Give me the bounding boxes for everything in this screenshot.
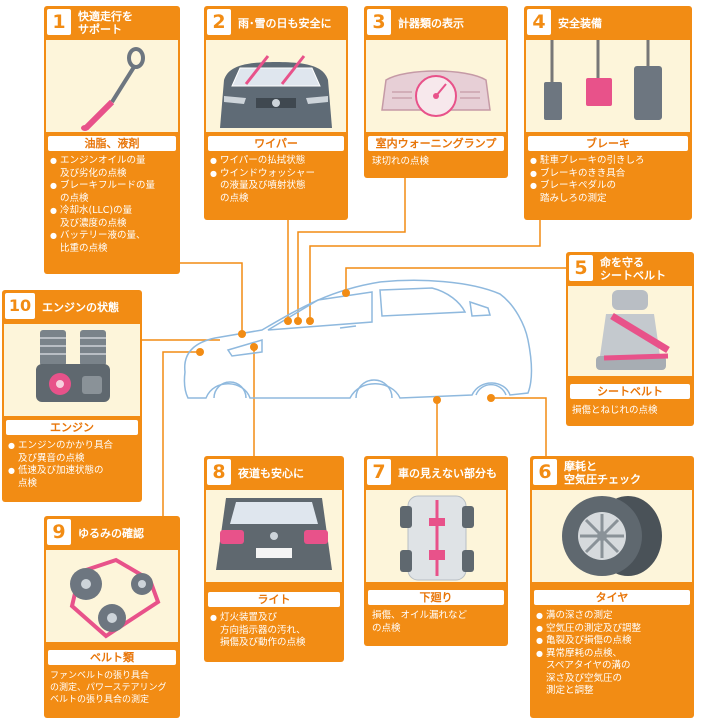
- card-description: 損傷とねじれの点検: [572, 405, 692, 418]
- card-title: 安全装備: [558, 17, 602, 30]
- card-label: タイヤ: [534, 590, 690, 605]
- card-description: 損傷、オイル漏れなど の点検: [372, 610, 506, 635]
- pedals-icon: [526, 40, 690, 132]
- card-title: エンジンの状態: [42, 301, 119, 314]
- card-number: 8: [207, 459, 231, 485]
- card-fluids: 1 快適走行を サポート 油脂、液剤 エンジンオイルの量 及び劣化の点検 ブレー…: [44, 6, 180, 274]
- card-number: 2: [207, 9, 231, 35]
- car-rear-lights-icon: [206, 490, 342, 582]
- card-description: エンジンオイルの量 及び劣化の点検 ブレーキフルードの量 の点検 冷却水(LLC…: [50, 155, 178, 255]
- card-lights: 8 夜道も安心に ライト 灯火装置及び 方向指示器の汚れ、 損傷及び動作の点検: [204, 456, 344, 662]
- card-title: 快適走行を サポート: [78, 10, 133, 36]
- card-description: エンジンのかかり具合 及び異音の点検 低速及び加速状態の 点検: [8, 440, 140, 490]
- check-item: エンジンのかかり具合 及び異音の点検: [8, 440, 140, 465]
- card-description: 駐車ブレーキの引きしろ ブレーキのきき具合 ブレーキペダルの 踏みしろの測定: [530, 155, 690, 205]
- card-description: 球切れの点検: [372, 156, 506, 169]
- card-engine: 10 エンジンの状態 エンジン エンジンのかかり具合 及び異音の点検 低速及び加…: [2, 290, 142, 502]
- check-item: 冷却水(LLC)の量 及び濃度の点検: [50, 205, 178, 230]
- card-title: 命を守る シートベルト: [600, 256, 666, 282]
- check-text: 損傷とねじれの点検: [572, 405, 658, 416]
- connector-4: [309, 220, 541, 322]
- card-number: 9: [47, 519, 71, 545]
- check-item: 駐車ブレーキの引きしろ: [530, 155, 690, 168]
- check-item: 空気圧の測定及び調整: [536, 623, 692, 636]
- card-label: 下廻り: [368, 590, 504, 605]
- card-belts: 9 ゆるみの確認 ベルト類 ファンベルトの張り具合 の測定、パワーステアリング …: [44, 516, 180, 718]
- connector-1: [180, 262, 243, 332]
- connector-3: [297, 178, 406, 320]
- card-wipers: 2 雨･雪の日も安全に ワイパー ワイパーの払拭状態 ウインドウォッシャー の液…: [204, 6, 348, 220]
- engine-icon: [4, 324, 140, 416]
- card-number: 1: [47, 9, 71, 35]
- card-label: ライト: [208, 592, 340, 607]
- card-underbody: 7 車の見えない部分も 下廻り 損傷、オイル漏れなど の点検: [364, 456, 508, 646]
- check-item: ブレーキペダルの 踏みしろの測定: [530, 180, 690, 205]
- check-item: 溝の深さの測定: [536, 610, 692, 623]
- card-number: 6: [533, 459, 557, 485]
- tire-icon: [532, 490, 692, 582]
- check-item: バッテリー液の量、 比重の点検: [50, 230, 178, 255]
- card-label: 油脂、液剤: [48, 136, 176, 151]
- connector-6: [491, 397, 547, 456]
- connector-5: [345, 267, 566, 292]
- card-number: 5: [569, 255, 593, 281]
- card-label: ベルト類: [48, 650, 176, 665]
- connector-9: [162, 351, 200, 516]
- card-label: ワイパー: [208, 136, 344, 151]
- card-description: ファンベルトの張り具合 の測定、パワーステアリング ベルトの張り具合の測定: [50, 670, 178, 706]
- card-description: 溝の深さの測定 空気圧の測定及び調整 亀裂及び損傷の点検 異常摩耗の点検、 スペ…: [536, 610, 692, 698]
- check-item: 灯火装置及び 方向指示器の汚れ、 損傷及び動作の点検: [210, 612, 342, 650]
- card-title: ゆるみの確認: [78, 527, 144, 540]
- card-number: 7: [367, 459, 391, 485]
- card-title: 夜道も安心に: [238, 467, 304, 480]
- card-title: 計器類の表示: [398, 17, 464, 30]
- seatbelt-seat-icon: [568, 286, 692, 376]
- card-label: エンジン: [6, 420, 138, 435]
- card-label: シートベルト: [570, 384, 690, 399]
- check-item: エンジンオイルの量 及び劣化の点検: [50, 155, 178, 180]
- card-title: 車の見えない部分も: [398, 467, 497, 480]
- card-title: 摩耗と 空気圧チェック: [564, 460, 641, 486]
- card-number: 10: [5, 293, 35, 319]
- check-text: 球切れの点検: [372, 156, 430, 167]
- check-item: ブレーキのきき具合: [530, 168, 690, 181]
- belt-pulleys-icon: [46, 550, 178, 642]
- card-title: 雨･雪の日も安全に: [238, 17, 332, 30]
- check-item: 異常摩耗の点検、 スペアタイヤの溝の 深さ及び空気圧の 測定と調整: [536, 648, 692, 698]
- card-brakes: 4 安全装備 ブレーキ 駐車ブレーキの引きしろ ブレーキのきき具合 ブレーキペダ…: [524, 6, 692, 220]
- card-number: 4: [527, 9, 551, 35]
- car-outline: [183, 279, 533, 399]
- oil-dipstick-icon: [46, 40, 178, 132]
- card-label: 室内ウォーニングランプ: [368, 136, 504, 151]
- card-seatbelt: 5 命を守る シートベルト シートベルト 損傷とねじれの点検: [566, 252, 694, 426]
- check-text: ファンベルトの張り具合 の測定、パワーステアリング ベルトの張り具合の測定: [50, 671, 167, 705]
- card-label: ブレーキ: [528, 136, 688, 151]
- check-text: 損傷、オイル漏れなど の点検: [372, 610, 468, 634]
- check-item: 低速及び加速状態の 点検: [8, 465, 140, 490]
- check-item: 亀裂及び損傷の点検: [536, 635, 692, 648]
- card-number: 3: [367, 9, 391, 35]
- check-item: ウインドウォッシャー の液量及び噴射状態 の点検: [210, 168, 346, 206]
- card-description: ワイパーの払拭状態 ウインドウォッシャー の液量及び噴射状態 の点検: [210, 155, 346, 205]
- dashboard-gauge-icon: [366, 40, 506, 132]
- car-underbody-icon: [366, 490, 506, 582]
- card-tires: 6 摩耗と 空気圧チェック タイヤ 溝の深さの測定 空気圧の測定及び調整 亀裂及…: [530, 456, 694, 718]
- check-item: ブレーキフルードの量 の点検: [50, 180, 178, 205]
- card-warning-lamps: 3 計器類の表示 室内ウォーニングランプ 球切れの点検: [364, 6, 508, 178]
- car-front-wipers-icon: [206, 40, 346, 132]
- check-item: ワイパーの払拭状態: [210, 155, 346, 168]
- card-description: 灯火装置及び 方向指示器の汚れ、 損傷及び動作の点検: [210, 612, 342, 650]
